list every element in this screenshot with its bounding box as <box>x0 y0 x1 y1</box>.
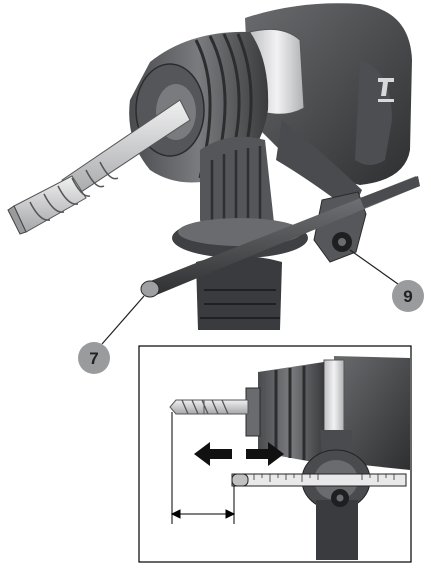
brand-logo-icon <box>378 78 394 102</box>
dimension-arrow-icon <box>170 412 236 524</box>
left-right-arrows-icon <box>194 442 284 466</box>
lower-handle-grip <box>196 256 282 330</box>
inset-drill-bit <box>169 399 249 415</box>
inset-depth-stop-rod <box>231 473 407 487</box>
depth-stop-rod-tip <box>140 280 160 298</box>
callout-label-9: 9 <box>403 287 412 306</box>
callout-7: 7 <box>78 295 145 374</box>
inset-detail-panel <box>138 345 412 563</box>
inset-lower-grip <box>316 500 358 560</box>
inset-drill-housing <box>334 356 410 470</box>
callout-label-7: 7 <box>89 349 98 368</box>
handle-clamp-arm <box>276 120 362 212</box>
main-drill-view: 7 9 <box>7 3 424 374</box>
depth-stop-rod <box>148 176 420 296</box>
scale-ticks <box>253 474 395 482</box>
drill-bit <box>7 99 191 235</box>
inset-chuck-ribs <box>274 366 306 460</box>
lower-grip-texture <box>200 289 280 319</box>
callout-9: 9 <box>349 249 424 312</box>
